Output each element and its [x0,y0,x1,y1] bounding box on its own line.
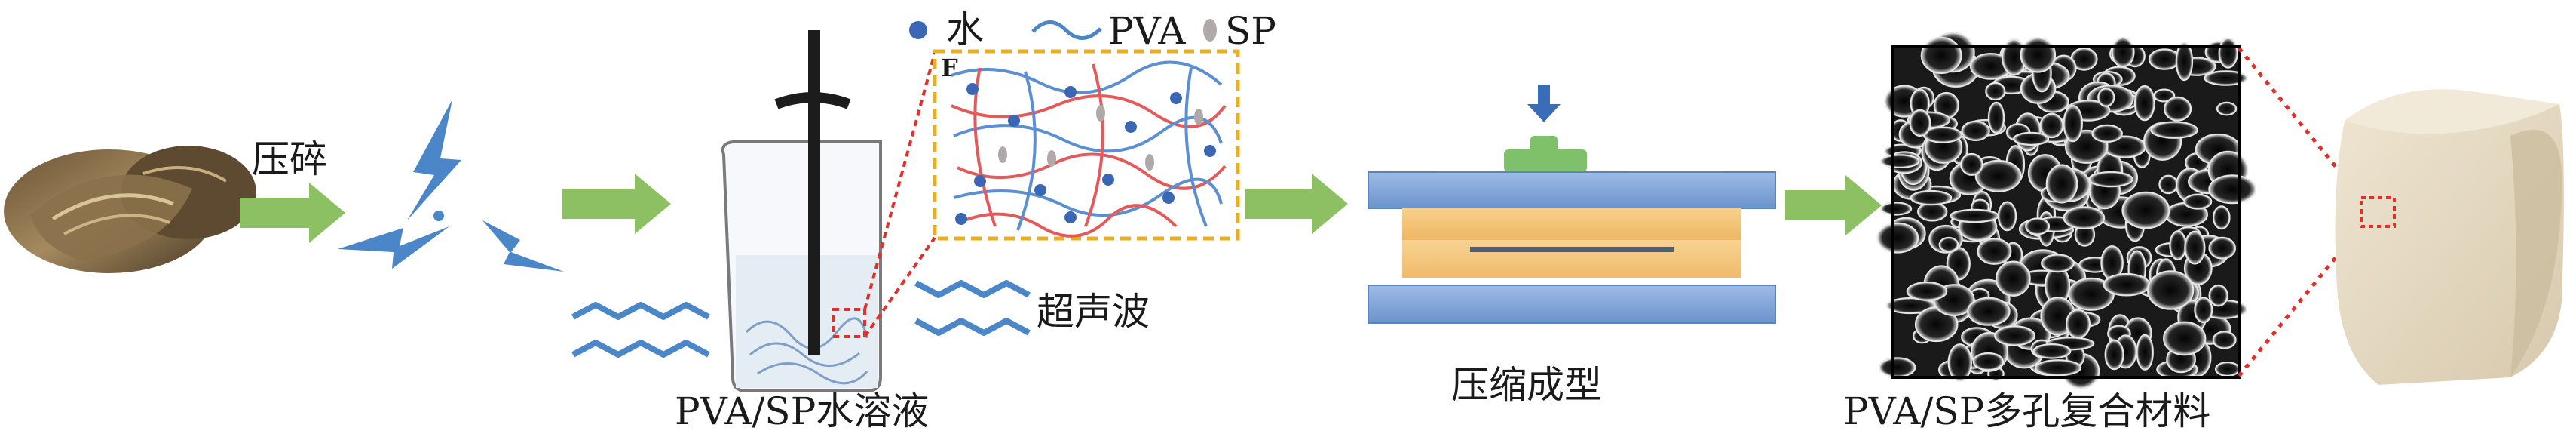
stirrer-icon [774,30,851,355]
sem-pore [1996,260,2031,297]
legend-sp-particle [1203,19,1217,42]
sem-pore [1960,152,1983,176]
sem-pore [2111,36,2135,68]
flow-arrow-1 [240,183,345,243]
beaker-icon [721,140,882,392]
sem-pore [2214,362,2241,377]
sem-pore [1879,154,1920,169]
sem-pore [2066,309,2091,339]
step-label-solution: PVA/SP水溶液 [675,389,930,433]
ultrasound-wave-icon [571,280,1031,358]
sem-pore [1938,236,1959,253]
sem-pore [1947,343,1973,382]
sem-pore [2184,230,2206,265]
sem-pore [2212,331,2237,349]
sem-pore [2148,48,2181,70]
sem-pore [1950,208,1999,223]
step-label-material: PVA/SP多孔复合材料 [1843,389,2211,433]
sem-pore [2208,236,2236,260]
legend-pva-strand [1031,20,1102,40]
sem-pore [2169,230,2187,261]
sem-pore [2121,191,2170,229]
sem-pore [2194,297,2213,324]
flow-arrow-4 [1785,175,1882,235]
step-label-pressing: 压缩成型 [1451,363,1602,407]
sem-pore [2136,334,2154,371]
lightning-bolt-icon [338,100,564,272]
sem-pore [1961,120,1990,141]
legend-label-pva: PVA [1108,9,1186,53]
sem-pore [1876,222,1919,254]
sem-pore [2091,124,2123,143]
sem-pore [1994,325,2035,346]
sem-pore [2020,37,2057,73]
inset-panel-letter: F [941,54,958,82]
molecular-inset [933,49,1240,241]
sem-micrograph-icon [1876,32,2257,389]
flow-arrow-3 [1245,174,1348,234]
sem-pore [2063,206,2106,229]
sem-pore [1906,282,1948,301]
sem-pore [2208,284,2228,307]
sem-pore [1879,357,1916,378]
sem-pore [2213,205,2231,230]
sem-pore [1909,109,1931,137]
sem-pore [2032,343,2072,359]
sem-pore [2104,339,2124,371]
sem-pore [2204,70,2248,86]
sem-pore [2025,217,2051,235]
legend-water-dot [909,21,927,39]
step-label-crush: 压碎 [252,137,327,181]
sem-pore [2150,121,2198,139]
sem-pore [2216,101,2238,116]
sem-pore [2163,321,2207,356]
legend-label-water: 水 [946,8,984,51]
press-icon [1368,85,1776,324]
sem-pore [2013,131,2050,146]
sem-pore [1920,36,1962,75]
sem-pore [1977,238,2012,265]
sem-pore [2045,164,2078,204]
sem-pore [2208,174,2257,205]
sem-pore [1967,297,2011,326]
sem-pore [1987,101,2005,134]
sem-pore [2175,42,2194,82]
sem-pore [2146,270,2195,310]
sem-pore [2088,171,2133,188]
sem-pore [2034,359,2082,377]
sem-pore [1974,159,2022,192]
sem-pore [2183,193,2213,210]
legend [909,19,1217,42]
legend-label-sp: SP [1225,9,1276,53]
sem-pore [2133,85,2155,122]
step-label-ultrasound: 超声波 [1037,290,1150,334]
sem-pore [1985,82,2006,101]
sem-pore [2158,174,2179,195]
sem-pore [2041,254,2075,273]
sem-pore [1880,202,1913,216]
sem-pore [2164,96,2192,122]
foam-block-icon [2335,89,2564,385]
sem-pore [2039,112,2064,139]
oyster-shell-icon [4,146,256,273]
sem-pore [1997,201,2017,232]
sem-pore [2063,105,2083,143]
sem-pore [2097,88,2115,107]
sem-pore [1972,352,2005,371]
flow-arrow-2 [562,174,671,234]
sem-pore [2218,37,2238,69]
zoom-guide-inset [863,52,936,338]
sem-pore [2103,272,2151,297]
sem-pore [1910,189,1953,206]
